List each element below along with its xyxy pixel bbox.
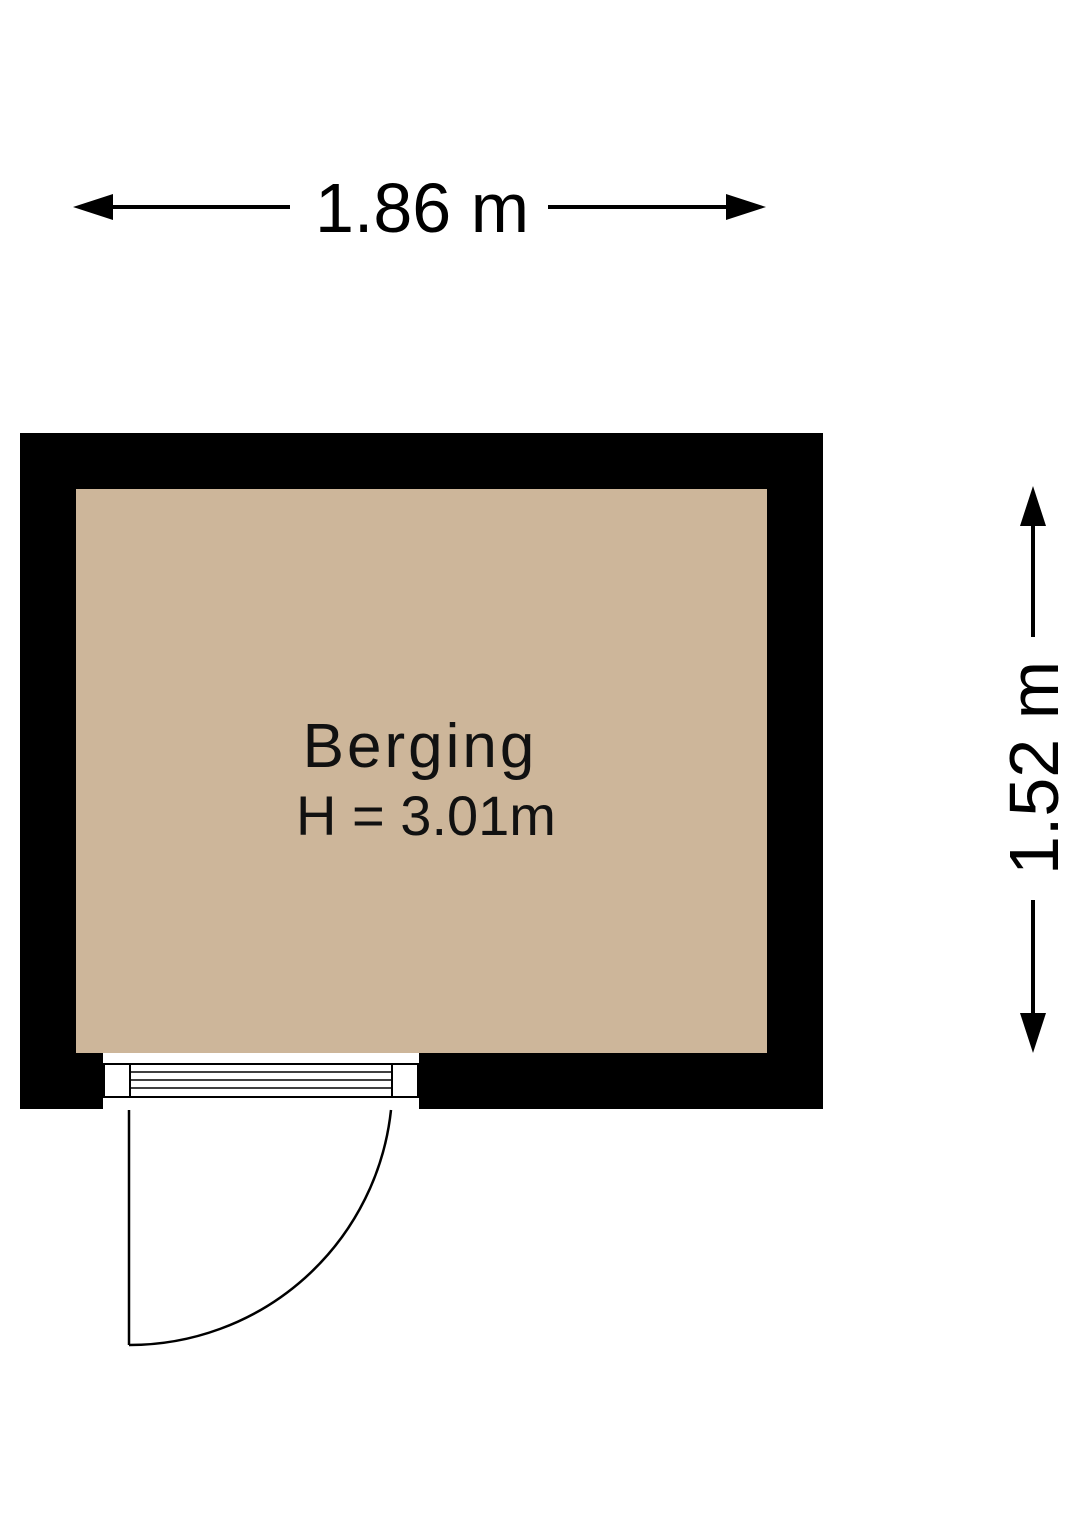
door-swing-arc [128,1109,393,1347]
room-floor-berging [76,489,767,1053]
width-arrow-right-icon [726,194,766,220]
width-arrow-left-icon [73,194,113,220]
room-height: H = 3.01m [296,784,556,847]
depth-arrow-down-icon [1020,1013,1046,1053]
room-name: Berging [303,712,538,781]
width-dimension: 1.86 m [73,169,766,247]
depth-dimension-label: 1.52 m [995,661,1073,875]
depth-dimension: 1.52 m [995,486,1073,1053]
door-opening [103,1053,419,1111]
width-dimension-label: 1.86 m [315,169,529,247]
door-swing [127,1109,393,1347]
depth-arrow-up-icon [1020,486,1046,526]
